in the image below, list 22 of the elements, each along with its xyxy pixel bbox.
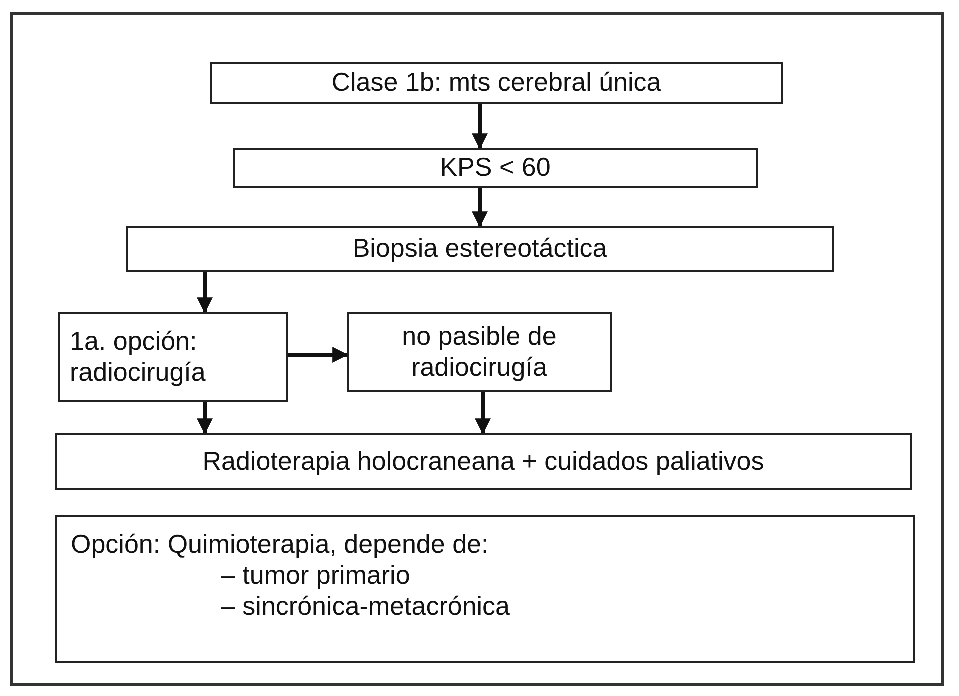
- box-text: – sincrónica-metacrónica: [220, 591, 510, 623]
- box-text: Radioterapia holocraneana + cuidados paliativos: [202, 446, 764, 478]
- process-box: [210, 62, 783, 104]
- box-text: KPS < 60: [440, 152, 551, 184]
- process-box: [58, 312, 288, 402]
- process-box: [347, 312, 612, 392]
- box-text: – tumor primario: [220, 560, 410, 592]
- process-box: [126, 226, 834, 272]
- arrow: [472, 188, 488, 228]
- box-text: no pasible de radiocirugía: [401, 320, 558, 384]
- process-box: [233, 148, 758, 188]
- box-text: Opción: Quimioterapia, depende de:: [71, 529, 489, 560]
- process-box: [55, 515, 915, 663]
- process-box: [55, 433, 912, 490]
- arrow: [197, 272, 213, 314]
- arrow: [197, 402, 213, 435]
- box-text: Clase 1b: mts cerebral única: [332, 67, 662, 99]
- box-text: Biopsia estereotáctica: [352, 233, 608, 265]
- arrow: [472, 104, 488, 150]
- arrow: [288, 347, 349, 363]
- arrow: [475, 392, 491, 435]
- box-text: 1a. opción: radiocirugía: [70, 326, 207, 388]
